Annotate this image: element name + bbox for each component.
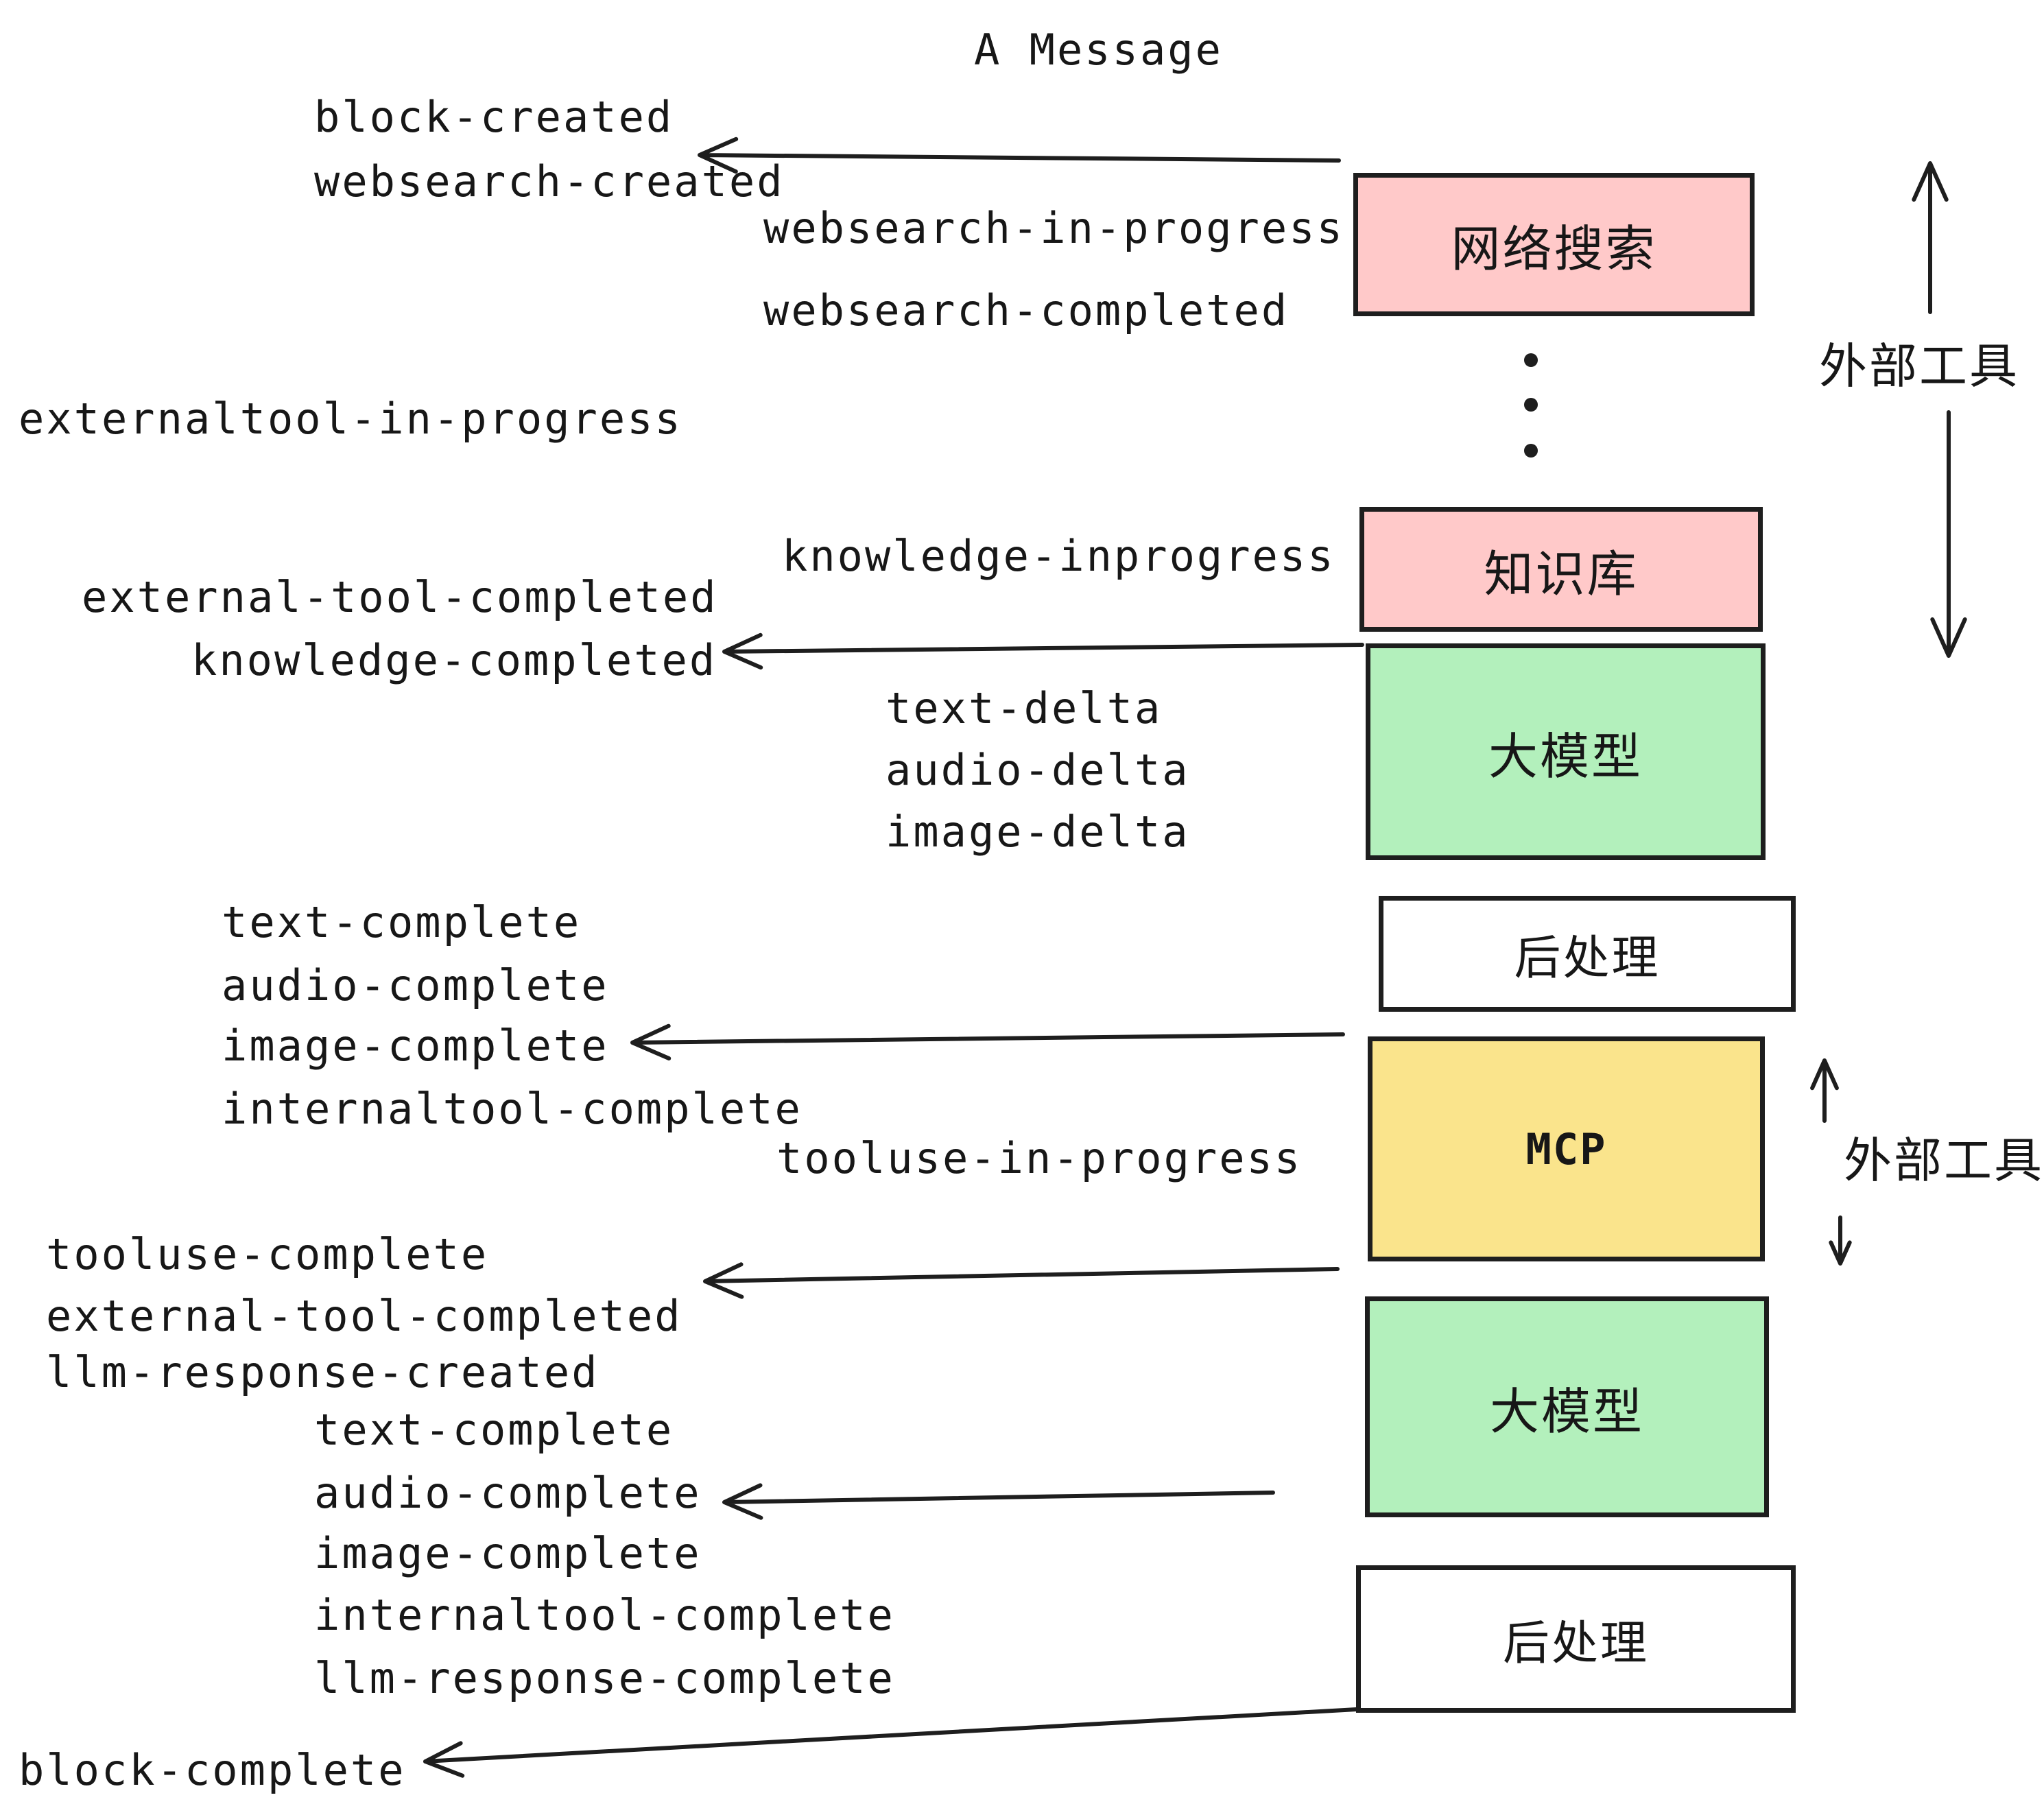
event-label-audio-complete-1: audio-complete (222, 960, 609, 1010)
ellipsis-dot (1524, 444, 1538, 458)
event-label-internaltool-complete-1: internaltool-complete (222, 1084, 803, 1134)
external-tools-top-up-arrow (1912, 161, 1949, 314)
arrow-to-external-tool-completed (703, 1262, 1340, 1299)
event-label-internaltool-complete-2: internaltool-complete (314, 1590, 895, 1640)
external-tools-top-down-arrow (1930, 410, 1967, 658)
side-label-external-tools-mcp: 外部工具 (1844, 1134, 2044, 1187)
event-label-websearch-in-progress: websearch-in-progress (763, 203, 1344, 253)
event-label-websearch-created: websearch-created (314, 156, 785, 206)
event-label-llm-response-complete: llm-response-complete (314, 1653, 895, 1703)
ellipsis-dot (1524, 353, 1538, 367)
event-label-websearch-completed: websearch-completed (763, 285, 1290, 335)
arrow-to-block-complete (423, 1707, 1359, 1778)
box-llm-2: 大模型 (1365, 1296, 1769, 1517)
external-tools-mcp-up-arrow (1810, 1058, 1839, 1123)
side-label-external-tools-top: 外部工具 (1819, 340, 2019, 393)
ellipsis-dot (1524, 398, 1538, 412)
arrow-to-knowledge-completed (722, 632, 1364, 670)
event-label-external-tool-completed-2: external-tool-completed (46, 1291, 682, 1341)
event-label-knowledge-completed: knowledge-completed (191, 635, 717, 685)
arrow-to-audio-complete (722, 1483, 1275, 1520)
external-tools-mcp-down-arrow (1829, 1215, 1852, 1266)
box-knowledge: 知识库 (1359, 507, 1763, 632)
event-label-text-complete-1: text-complete (222, 897, 582, 947)
event-label-externaltool-in-progress: externaltool-in-progress (19, 394, 682, 444)
event-label-image-complete-1: image-complete (222, 1021, 609, 1071)
event-label-audio-delta-1: audio-delta (886, 745, 1190, 795)
event-label-block-created: block-created (314, 92, 674, 142)
event-label-audio-complete-2: audio-complete (314, 1468, 702, 1518)
event-label-tooluse-complete: tooluse-complete (46, 1229, 489, 1279)
event-label-tooluse-in-progress: tooluse-in-progress (776, 1133, 1303, 1183)
page-title: A Message (974, 25, 1223, 75)
event-label-text-delta-1: text-delta (886, 683, 1163, 733)
box-postprocess-1: 后处理 (1379, 896, 1796, 1012)
event-label-text-complete-2: text-complete (314, 1405, 674, 1455)
box-postprocess-2: 后处理 (1356, 1565, 1796, 1713)
box-websearch: 网络搜索 (1353, 173, 1755, 316)
arrow-to-block-created (698, 137, 1341, 174)
box-mcp: MCP (1368, 1036, 1765, 1261)
event-label-llm-response-created: llm-response-created (46, 1347, 599, 1397)
event-label-external-tool-completed: external-tool-completed (82, 572, 718, 622)
arrow-to-image-complete (630, 1023, 1345, 1060)
event-label-block-complete: block-complete (19, 1745, 406, 1795)
box-llm-1: 大模型 (1366, 643, 1766, 860)
event-label-image-delta-1: image-delta (886, 807, 1190, 857)
event-label-knowledge-inprogress: knowledge-inprogress (782, 531, 1335, 581)
event-label-image-complete-2: image-complete (314, 1528, 702, 1578)
